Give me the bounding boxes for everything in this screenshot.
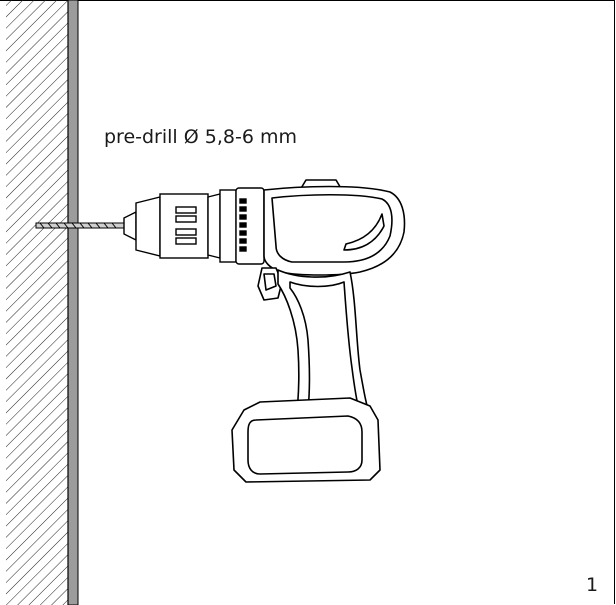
step-number: 1 (586, 574, 599, 596)
instruction-label: pre-drill Ø 5,8-6 mm (104, 126, 297, 148)
wall (6, 0, 79, 605)
torque-collar (219, 187, 265, 265)
drill-chuck (123, 193, 221, 259)
drill-body (231, 179, 406, 483)
drill-bit (35, 222, 125, 229)
